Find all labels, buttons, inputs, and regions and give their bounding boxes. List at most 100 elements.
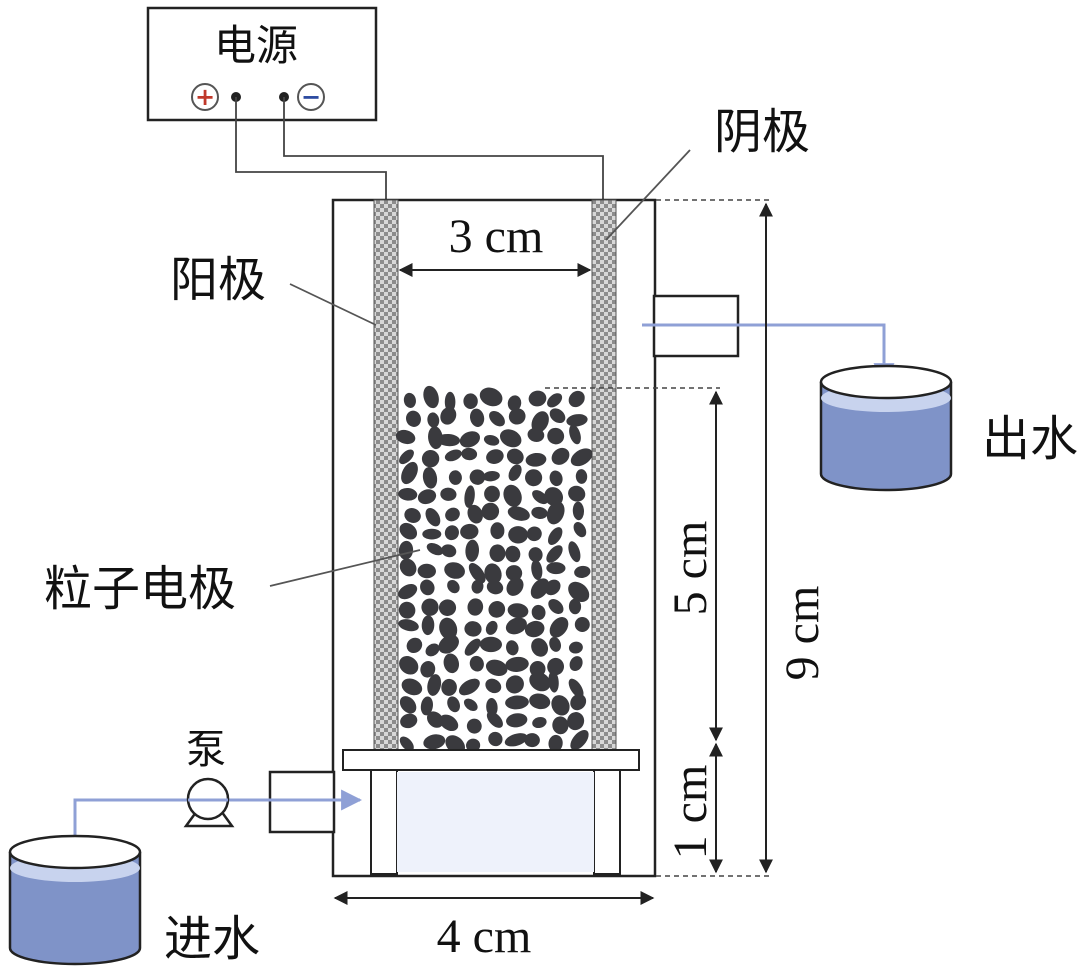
- particle: [485, 678, 502, 694]
- particle: [448, 470, 462, 485]
- pump-icon: [183, 777, 235, 828]
- particle: [568, 390, 585, 408]
- power-supply: 电源 + −: [146, 6, 378, 122]
- particle: [506, 448, 524, 465]
- particle: [531, 506, 548, 519]
- particle: [420, 696, 433, 716]
- anode-label: 阳极: [170, 252, 266, 308]
- particle: [417, 489, 437, 505]
- outlet-flow-arrow: [642, 323, 895, 385]
- particle: [463, 393, 478, 409]
- bottom-chamber: [397, 772, 594, 872]
- particle: [404, 508, 421, 523]
- plus-sign: +: [195, 83, 215, 111]
- particle: [423, 385, 439, 409]
- particle: [466, 718, 482, 734]
- particle: [532, 716, 547, 729]
- particle: [423, 734, 446, 750]
- particle: [399, 558, 417, 577]
- particle: [568, 485, 586, 502]
- particle: [549, 617, 569, 638]
- inlet-beaker: [8, 834, 142, 966]
- particle: [466, 738, 481, 753]
- dim-5cm-label: 5 cm: [664, 521, 717, 616]
- particle: [437, 433, 461, 447]
- particle: [529, 672, 551, 692]
- particle: [425, 643, 440, 657]
- anode-plate: [373, 199, 399, 751]
- particle: [489, 544, 506, 562]
- particle: [481, 502, 500, 521]
- particle: [471, 579, 484, 594]
- minus-terminal-icon: [297, 83, 325, 111]
- particle: [506, 640, 519, 656]
- particle: [532, 490, 548, 505]
- particle: [399, 522, 418, 540]
- particle: [467, 504, 483, 524]
- inlet-flow-line-1: [73, 798, 188, 850]
- particle: [503, 484, 522, 508]
- particle: [489, 411, 505, 427]
- particle: [568, 678, 584, 698]
- particle: [524, 620, 545, 638]
- power-supply-label: 电源: [214, 21, 298, 70]
- particle: [420, 579, 435, 596]
- particle: [547, 657, 565, 676]
- particle: [444, 562, 465, 579]
- particle: [548, 670, 559, 693]
- particle: [552, 716, 569, 735]
- particle: [488, 601, 506, 618]
- particle: [444, 449, 462, 462]
- particle: [525, 469, 543, 487]
- particle: [398, 619, 419, 632]
- particle: [428, 426, 443, 450]
- particle-leader: [269, 549, 421, 587]
- particle: [463, 698, 478, 712]
- particle: [544, 579, 561, 596]
- particle: [505, 695, 529, 710]
- particle: [508, 408, 526, 425]
- particle: [529, 693, 551, 710]
- particle: [575, 469, 588, 484]
- particle: [528, 547, 543, 563]
- particle: [460, 523, 479, 540]
- particle: [486, 580, 504, 595]
- particle: [479, 387, 503, 407]
- particle: [469, 469, 486, 485]
- particle: [464, 621, 482, 637]
- particle: [507, 603, 529, 619]
- particle: [549, 408, 566, 424]
- particle: [530, 578, 550, 599]
- particle: [486, 698, 498, 717]
- particle: [403, 392, 416, 408]
- particle: [401, 678, 423, 696]
- particle: [570, 693, 587, 711]
- particle: [440, 487, 457, 501]
- particle: [546, 562, 566, 575]
- particle: [531, 559, 543, 581]
- particle: [570, 729, 589, 751]
- particle: [484, 563, 502, 585]
- particle: [546, 545, 563, 563]
- bottom-left-post: [370, 769, 398, 875]
- particle: [479, 636, 502, 653]
- particle: [548, 527, 563, 546]
- particle: [531, 411, 549, 433]
- particle: [484, 485, 500, 503]
- particle: [440, 406, 457, 425]
- inlet-pipe: [268, 770, 336, 834]
- particle: [548, 599, 564, 614]
- particle: [488, 731, 503, 747]
- cathode-label: 阴极: [714, 104, 810, 160]
- particle: [531, 604, 546, 620]
- cathode-leader: [605, 149, 691, 241]
- outlet-beaker: [819, 364, 953, 492]
- particle: [544, 487, 564, 507]
- particle: [400, 713, 418, 729]
- particle: [444, 391, 456, 413]
- particle: [441, 544, 457, 558]
- particle: [422, 466, 438, 489]
- particle: [444, 525, 459, 541]
- particle: [527, 427, 545, 442]
